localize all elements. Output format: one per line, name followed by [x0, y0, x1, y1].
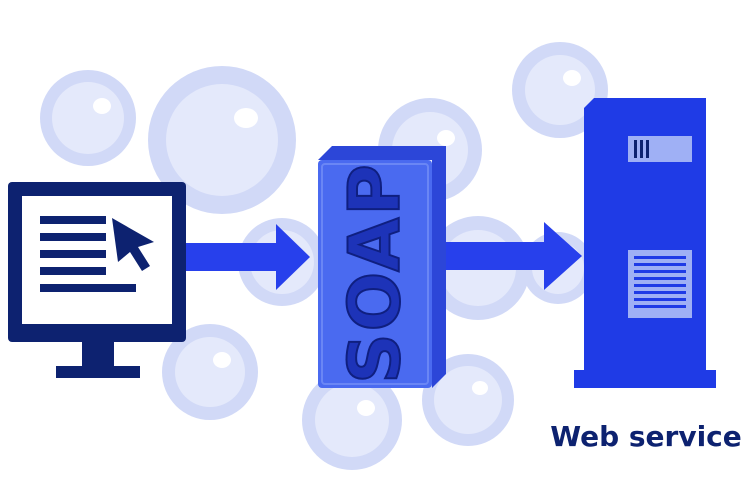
- server-tower-icon: [574, 98, 716, 388]
- soap-bar-top: [318, 146, 446, 160]
- bubble: [302, 370, 402, 470]
- mouse-cursor-icon: [112, 218, 154, 271]
- monitor-stand: [56, 366, 140, 378]
- server-top: [584, 98, 706, 108]
- bubble: [162, 324, 258, 420]
- document-lines: [40, 216, 136, 292]
- monitor-neck: [82, 342, 114, 370]
- server-drive-bay: [628, 136, 692, 162]
- computer-monitor-icon: [8, 182, 186, 378]
- soap-bar-side: [432, 146, 446, 388]
- bubble: [40, 70, 136, 166]
- soap-label: SOAP: [334, 162, 416, 384]
- arrow-soap-to-server: [446, 222, 582, 290]
- web-service-label: Web service: [550, 420, 742, 453]
- server-base: [574, 370, 716, 388]
- bubble: [422, 354, 514, 446]
- arrow-client-to-soap: [186, 224, 310, 290]
- server-drive-slots: [634, 140, 649, 158]
- soap-bar-icon: SOAP: [318, 146, 446, 388]
- soap-bar-front: [318, 160, 432, 388]
- monitor-screen: [22, 196, 172, 324]
- bubble: [148, 66, 296, 214]
- server-vent-lines: [634, 256, 686, 308]
